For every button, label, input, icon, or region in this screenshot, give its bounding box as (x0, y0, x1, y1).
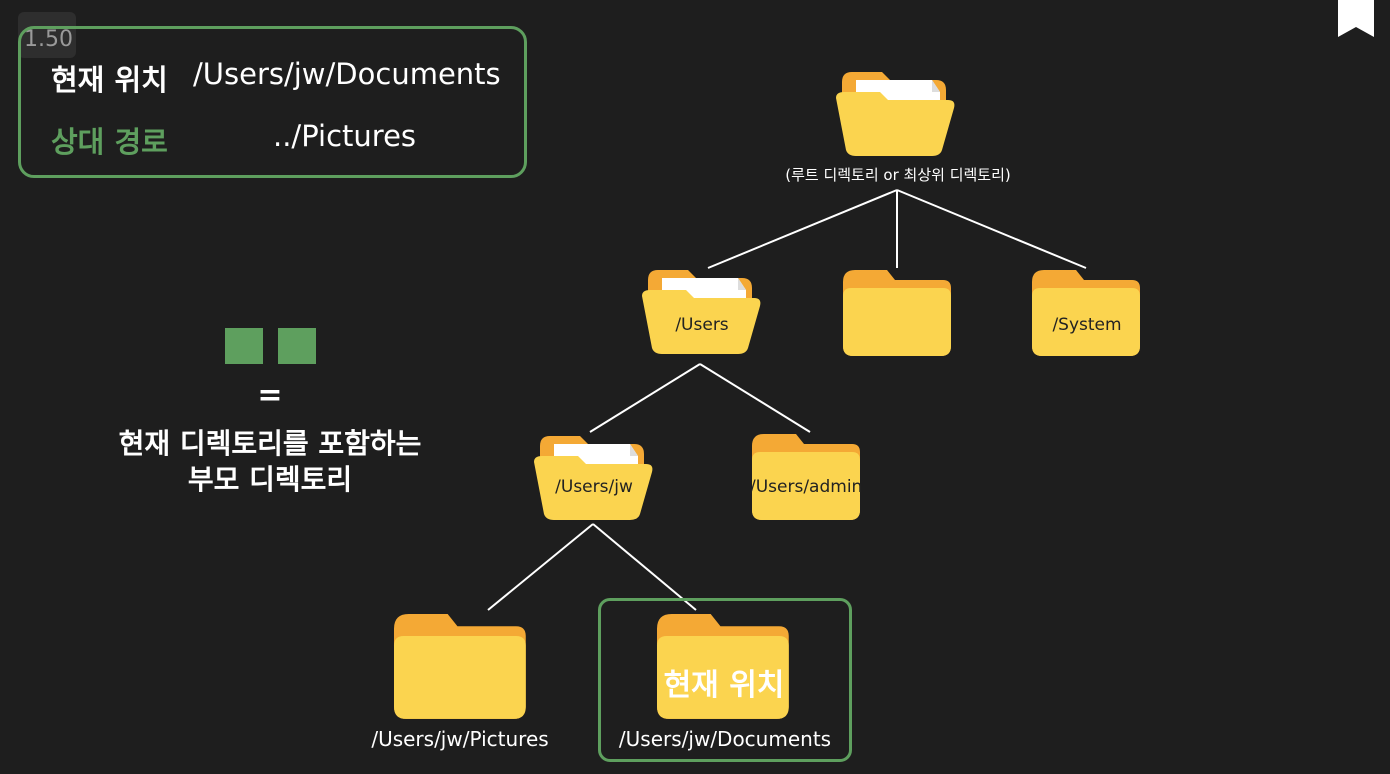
equals-sign: = (257, 378, 283, 413)
bookmark-icon[interactable] (1336, 0, 1376, 38)
documents-path-label: /Users/jw/Documents (618, 727, 832, 751)
dot-symbol-left (225, 328, 263, 364)
edge-users-admin (699, 363, 811, 433)
relative-path-value: ../Pictures (273, 119, 417, 153)
current-location-marker: 현재 위치 (663, 668, 785, 703)
edge-root-system (896, 189, 1087, 269)
current-location-label: 현재 위치 (51, 63, 168, 97)
users-folder-icon (642, 270, 761, 354)
users-jw-folder-label: /Users/jw (555, 477, 633, 497)
path-info-box: 현재 위치 /Users/jw/Documents 상대 경로 ../Pictu… (18, 26, 527, 178)
explanation-line-1: 현재 디렉토리를 포함하는 (118, 427, 422, 460)
edge-jw-pictures (487, 523, 594, 611)
edge-users-jw (589, 363, 701, 433)
root-directory-caption: (루트 디렉토리 or 최상위 디렉토리) (785, 166, 1011, 184)
system-folder-icon (1032, 270, 1140, 356)
current-location-highlight (598, 598, 852, 762)
unnamed-folder-icon (843, 270, 951, 356)
edge-jw-documents (592, 523, 697, 611)
root-folder-icon (836, 72, 955, 156)
pictures-folder-icon (394, 614, 526, 719)
relative-path-label: 상대 경로 (51, 125, 168, 159)
pictures-path-label: /Users/jw/Pictures (371, 727, 549, 751)
dot-symbol-right (278, 328, 316, 364)
system-folder-label: /System (1052, 315, 1122, 335)
users-folder-label: /Users (675, 315, 729, 335)
explanation-line-2: 부모 디렉토리 (187, 463, 353, 496)
users-admin-folder-label: /Users/admin (750, 477, 863, 497)
edge-root-users (707, 189, 898, 269)
current-location-value: /Users/jw/Documents (193, 57, 501, 91)
